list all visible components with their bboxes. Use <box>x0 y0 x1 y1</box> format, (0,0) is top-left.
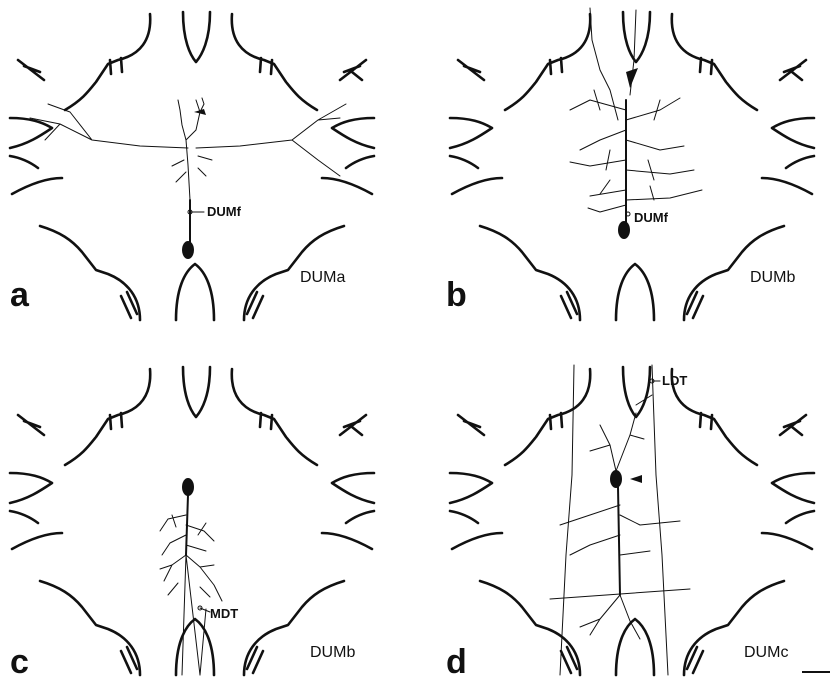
cell-type-a: DUMa <box>300 269 345 286</box>
arrowhead-d <box>630 475 642 483</box>
tract-label-b: DUMf <box>634 210 669 225</box>
soma-c <box>182 478 194 496</box>
cell-type-c: DUMb <box>310 644 355 661</box>
panel-letter-d: d <box>446 643 467 680</box>
panel-a: DUMf a DUMa <box>10 12 374 320</box>
soma-b <box>618 221 630 239</box>
tract-label-c: MDT <box>210 606 238 621</box>
cell-type-d: DUMc <box>744 644 788 661</box>
arrowhead-b <box>626 68 638 88</box>
soma-d <box>610 470 622 488</box>
panel-letter-c: c <box>10 643 29 680</box>
neuron-dumb-2 <box>160 478 222 675</box>
ganglion-outline-c <box>10 367 374 675</box>
panel-b: DUMf b DUMb <box>446 8 814 320</box>
panel-letter-b: b <box>446 276 467 314</box>
tract-label-d: LDT <box>662 373 687 388</box>
panel-letter-a: a <box>10 276 30 314</box>
neuron-dumb-1 <box>570 8 702 239</box>
panel-c: MDT c DUMb <box>10 367 374 680</box>
soma-a <box>182 241 194 259</box>
cell-type-b: DUMb <box>750 269 795 286</box>
panel-d: LDT d DUMc <box>446 365 814 680</box>
neuron-duma <box>30 98 346 259</box>
tract-label-a: DUMf <box>207 204 242 219</box>
